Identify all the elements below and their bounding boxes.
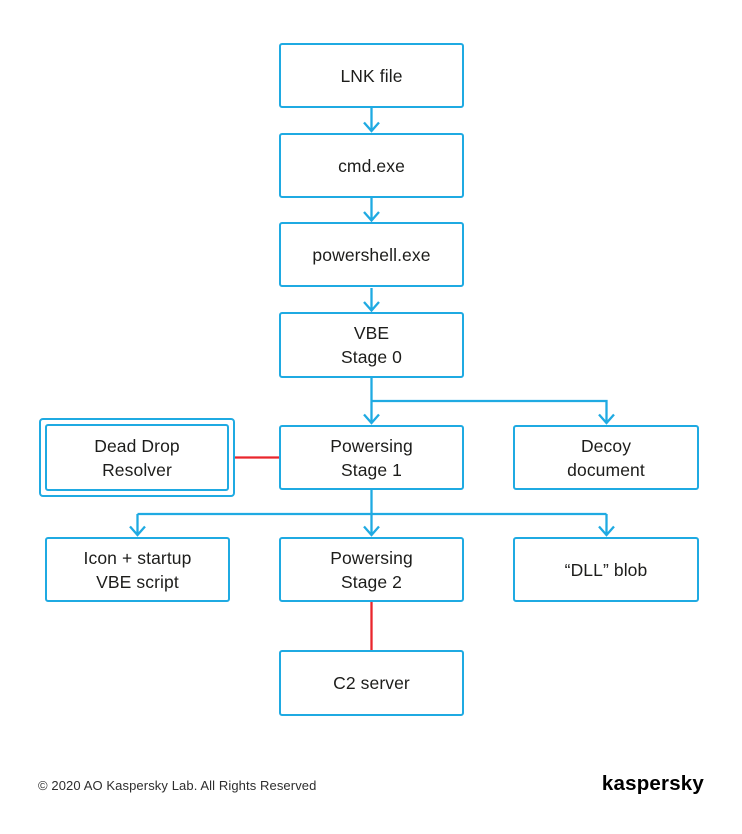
node-label: Stage 2 (340, 571, 403, 592)
node-lnk-file: LNK file (279, 43, 464, 108)
node-label: Stage 0 (340, 347, 403, 367)
node-label: cmd.exe (338, 155, 405, 176)
node-dll-blob: “DLL” blob (513, 537, 699, 602)
node-label: Powersing (330, 547, 413, 568)
node-c2-server: C2 server (279, 650, 464, 716)
node-dead-drop-resolver-inner: Dead Drop Resolver (45, 424, 229, 491)
kaspersky-logo: kaspersky (601, 772, 704, 795)
node-powersing-stage-1: Powersing Stage 1 (279, 425, 464, 490)
node-label: Resolver (102, 459, 172, 480)
node-vbe-stage-0: VBE Stage 0 (279, 312, 464, 378)
node-label: powershell.exe (312, 244, 431, 265)
node-label: VBE script (96, 571, 179, 592)
node-label: Powersing (330, 435, 413, 456)
node-label: VBE (353, 323, 390, 343)
node-label: Decoy (580, 435, 632, 456)
node-label: Icon + startup (83, 547, 192, 568)
node-label: C2 server (333, 673, 410, 693)
node-label: “DLL” blob (564, 559, 648, 580)
node-label: Dead Drop (94, 435, 180, 456)
node-label: Stage 1 (340, 459, 403, 480)
node-cmd-exe: cmd.exe (279, 133, 464, 198)
node-icon-startup-vbe-script: Icon + startup VBE script (45, 537, 230, 602)
node-label: LNK file (340, 65, 403, 86)
node-powersing-stage-2: Powersing Stage 2 (279, 537, 464, 602)
copyright-text: © 2020 AO Kaspersky Lab. All Rights Rese… (38, 778, 317, 793)
node-powershell-exe: powershell.exe (279, 222, 464, 287)
node-label: document (567, 459, 645, 480)
node-decoy-document: Decoy document (513, 425, 699, 490)
node-dead-drop-resolver: Dead Drop Resolver (39, 418, 235, 497)
